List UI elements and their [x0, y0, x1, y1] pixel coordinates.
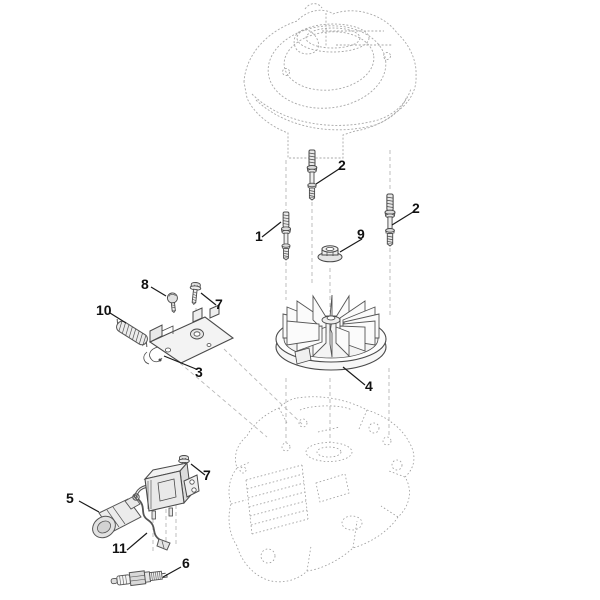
callout-part-7-bottom[interactable]: 7 — [203, 467, 211, 483]
hex-screw-7-top — [188, 281, 202, 306]
pan-screw-8 — [166, 292, 180, 314]
leader-lines — [78, 168, 414, 578]
stud-screw-2-right — [384, 193, 396, 247]
callout-part-7-top[interactable]: 7 — [215, 296, 223, 312]
coil-spring — [116, 318, 148, 348]
flywheel-fan-blades — [282, 294, 380, 358]
flange-nut — [317, 245, 343, 263]
projection-lines — [152, 150, 391, 552]
callout-part-3[interactable]: 3 — [195, 364, 203, 380]
callout-part-4[interactable]: 4 — [365, 378, 373, 394]
ignition-coil-body — [143, 461, 200, 520]
spark-plug-boot — [92, 495, 142, 539]
callout-part-10[interactable]: 10 — [96, 302, 112, 318]
flywheel — [275, 294, 387, 371]
flywheel-magnet — [294, 347, 312, 365]
callout-part-8[interactable]: 8 — [141, 276, 149, 292]
spark-plug — [110, 570, 168, 587]
mounting-plate — [143, 304, 235, 365]
callout-part-2-right[interactable]: 2 — [412, 200, 420, 216]
blower-housing-outline — [243, 3, 417, 159]
stud-screw-1 — [280, 211, 292, 261]
stud-screw-2-top — [306, 149, 318, 201]
ground-wire — [132, 493, 171, 551]
callout-part-6[interactable]: 6 — [182, 555, 190, 571]
callout-part-9[interactable]: 9 — [357, 226, 365, 242]
callout-part-5[interactable]: 5 — [66, 490, 74, 506]
callout-part-11[interactable]: 11 — [112, 540, 127, 556]
engine-block-reference — [228, 396, 415, 583]
ignition-coil-assembly — [92, 461, 200, 539]
callout-part-1[interactable]: 1 — [255, 228, 263, 244]
callout-part-2-top[interactable]: 2 — [338, 157, 346, 173]
